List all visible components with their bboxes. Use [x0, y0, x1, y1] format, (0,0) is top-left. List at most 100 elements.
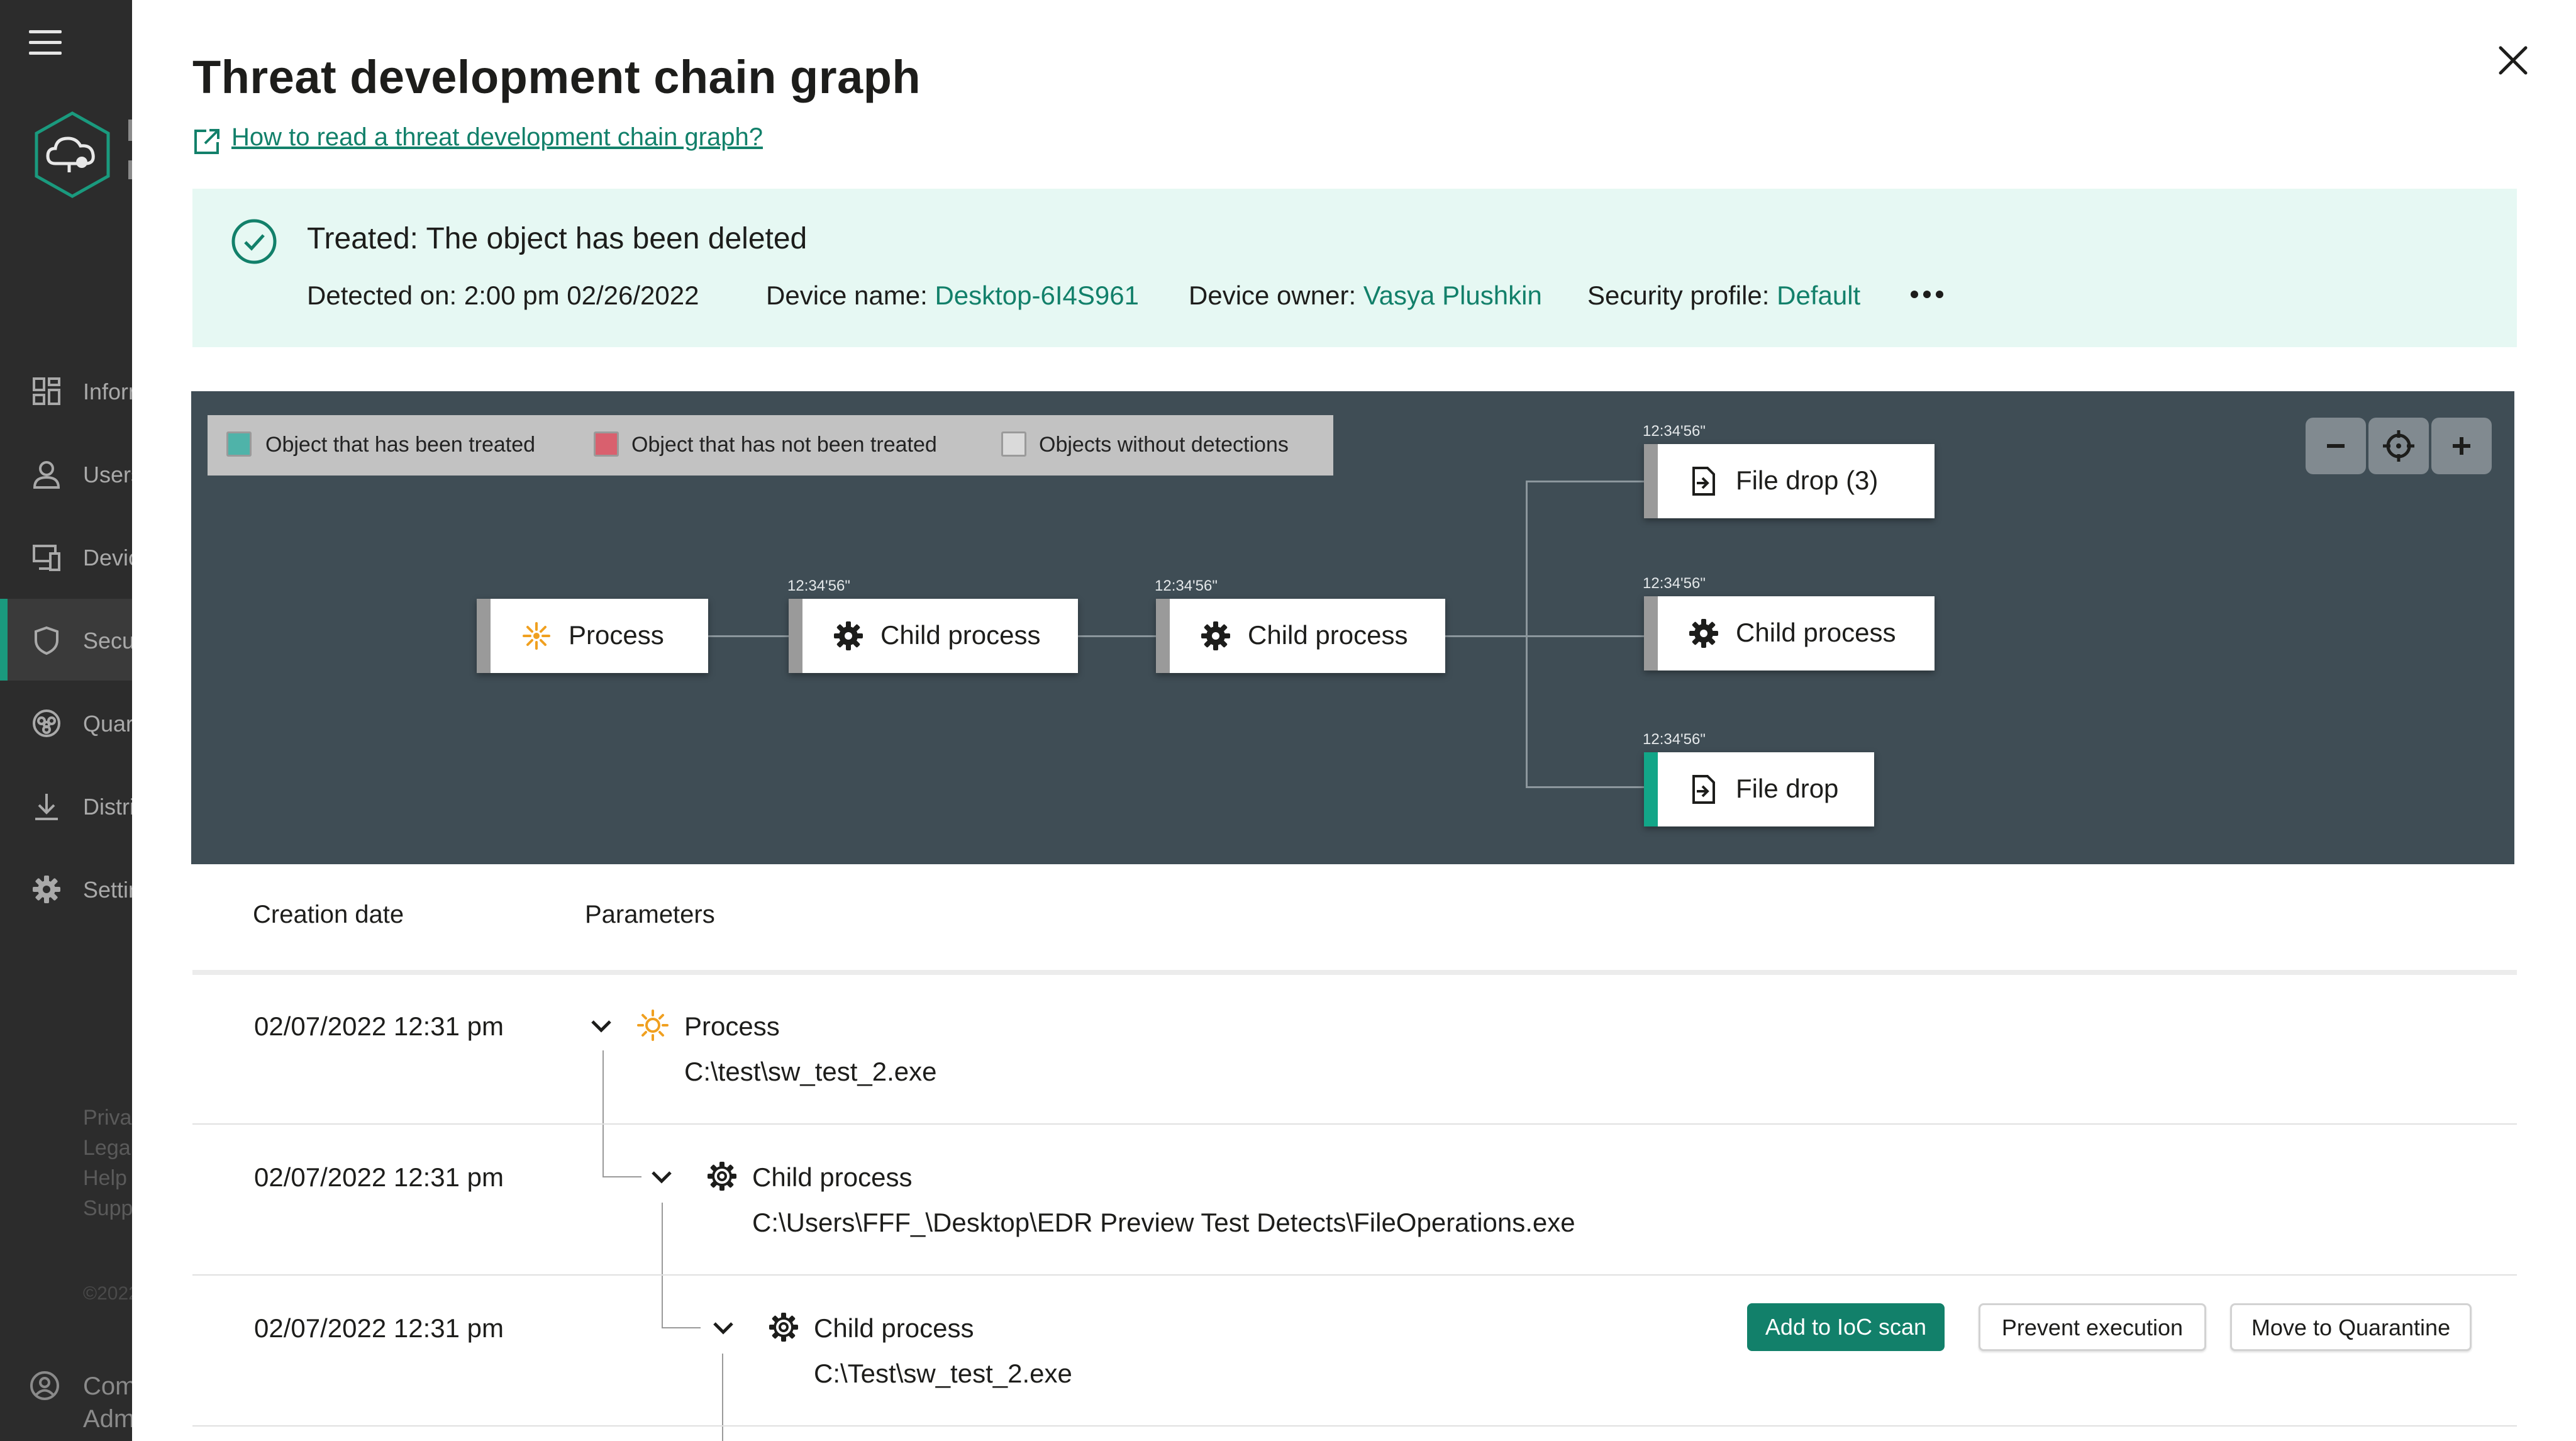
footer-link-privacy[interactable]: Privacy: [83, 1106, 132, 1130]
tree-line: [722, 1354, 723, 1441]
device-name-link[interactable]: Desktop-6I4S961: [935, 281, 1139, 310]
table-row[interactable]: [192, 976, 2517, 1122]
move-to-quarantine-button[interactable]: Move to Quarantine: [2230, 1303, 2472, 1351]
dashboard-icon: [33, 377, 60, 405]
footer-link-help[interactable]: Help: [83, 1166, 127, 1190]
device-owner-link[interactable]: Vasya Plushkin: [1363, 281, 1542, 310]
footer-link-support[interactable]: Support: [83, 1196, 132, 1220]
close-icon[interactable]: [2494, 42, 2532, 79]
devices-icon: [33, 545, 60, 571]
sidebar-item-devices[interactable]: Devices: [0, 516, 132, 598]
sun-process-icon: [523, 622, 550, 650]
zoom-out-button[interactable]: [2306, 418, 2366, 474]
graph-node-file-drop[interactable]: File drop (3): [1644, 444, 1935, 518]
tree-line: [602, 1176, 641, 1177]
row-path: C:\test\sw_test_2.exe: [684, 1057, 937, 1086]
row-path: C:\Test\sw_test_2.exe: [814, 1359, 1072, 1388]
menu-icon[interactable]: [29, 30, 62, 60]
node-label: Child process: [1248, 620, 1408, 650]
external-link-icon: [194, 129, 219, 154]
node-label: Child process: [1736, 618, 1896, 647]
legend-swatch-treated: [226, 431, 252, 457]
row-path: C:\Users\FFF_\Desktop\EDR Preview Test D…: [752, 1208, 1575, 1237]
sidebar-item-label: Information panel: [83, 379, 132, 404]
chevron-down-icon[interactable]: [589, 1016, 614, 1035]
device-name: Device name: Desktop-6I4S961: [766, 281, 1139, 310]
minus-icon: [2327, 444, 2345, 448]
graph-edge: [708, 635, 789, 637]
graph-edge: [1078, 635, 1156, 637]
check-circle-icon: [231, 219, 277, 264]
node-timestamp: 12:34'56": [1155, 577, 1218, 594]
add-to-ioc-scan-button[interactable]: Add to IoC scan: [1747, 1303, 1945, 1351]
node-timestamp: 12:34'56": [1643, 575, 1706, 592]
sidebar-item-security[interactable]: Security: [0, 599, 132, 681]
legend-label: Object that has been treated: [265, 433, 536, 457]
center-view-button[interactable]: [2368, 418, 2429, 474]
more-options-icon[interactable]: [1909, 286, 1945, 303]
gear-icon: [834, 621, 863, 650]
graph-node-process[interactable]: Process: [477, 599, 708, 673]
chevron-down-icon[interactable]: [649, 1167, 674, 1186]
row-date: 02/07/2022 12:31 pm: [254, 1162, 504, 1192]
table-row[interactable]: [192, 1125, 2517, 1273]
node-timestamp: 12:34'56": [1643, 423, 1706, 440]
node-status-bar: [477, 599, 491, 673]
row-date: 02/07/2022 12:31 pm: [254, 1011, 504, 1041]
sidebar-item-distributives[interactable]: Distributives: [0, 765, 132, 847]
file-drop-icon: [1692, 467, 1715, 496]
gear-icon: [33, 876, 60, 903]
footer-link-legal[interactable]: Legal: [83, 1136, 132, 1160]
node-status-bar: [1644, 596, 1658, 670]
sidebar-item-quarantine[interactable]: Quarantine: [0, 682, 132, 764]
device-owner: Device owner: Vasya Plushkin: [1189, 281, 1542, 310]
sidebar-item-label: Users: [83, 462, 132, 487]
account-icon[interactable]: [29, 1370, 60, 1401]
security-profile-link[interactable]: Default: [1777, 281, 1861, 310]
node-timestamp: 12:34'56": [1643, 731, 1706, 748]
node-label: File drop: [1736, 774, 1839, 803]
graph-edge: [1526, 481, 1528, 787]
security-profile: Security profile: Default: [1587, 281, 1861, 310]
sidebar: Information panel Users Devices Security…: [0, 0, 132, 1441]
help-link[interactable]: How to read a threat development chain g…: [231, 123, 763, 151]
cloud-logo-icon: [35, 111, 110, 198]
gear-outline-icon: [708, 1162, 736, 1191]
graph-edge: [1526, 481, 1644, 482]
node-label: File drop (3): [1736, 465, 1879, 495]
header-divider: [192, 970, 2517, 975]
biohazard-icon: [33, 709, 60, 737]
shield-icon: [35, 626, 58, 655]
sun-process-icon: [637, 1010, 669, 1041]
column-header-parameters[interactable]: Parameters: [585, 901, 715, 928]
plus-icon: [2453, 437, 2470, 455]
tree-line: [662, 1327, 701, 1328]
gear-icon: [1689, 619, 1718, 648]
row-divider: [192, 1123, 2517, 1125]
chevron-down-icon[interactable]: [711, 1318, 736, 1337]
graph-edge: [1526, 786, 1644, 788]
detected-on: Detected on: 2:00 pm 02/26/2022: [307, 281, 699, 310]
status-title: Treated: The object has been deleted: [307, 222, 808, 255]
user-icon: [33, 461, 60, 489]
legend-swatch-no-detections: [1001, 431, 1026, 457]
sidebar-item-label: Security: [83, 628, 132, 654]
sidebar-item-users[interactable]: Users: [0, 433, 132, 515]
sidebar-item-label: Devices: [83, 545, 132, 570]
graph-node-child-process[interactable]: Child process: [1156, 599, 1445, 673]
row-divider: [192, 1425, 2517, 1427]
crosshair-icon: [2383, 430, 2414, 462]
prevent-execution-button[interactable]: Prevent execution: [1979, 1303, 2206, 1351]
column-header-creation-date[interactable]: Creation date: [253, 901, 404, 928]
graph-node-child-process[interactable]: Child process: [789, 599, 1078, 673]
sidebar-item-settings[interactable]: Settings: [0, 848, 132, 930]
account-name[interactable]: Company Admin: [83, 1372, 132, 1433]
sidebar-item-information[interactable]: Information panel: [0, 350, 132, 431]
graph-node-child-process[interactable]: Child process: [1644, 596, 1935, 670]
zoom-in-button[interactable]: [2431, 418, 2492, 474]
legend-label: Object that has not been treated: [631, 433, 937, 457]
gear-icon: [1201, 621, 1230, 650]
row-name: Process: [684, 1011, 780, 1041]
graph-node-file-drop-treated[interactable]: File drop: [1644, 752, 1874, 826]
legend-label: Objects without detections: [1039, 433, 1289, 457]
